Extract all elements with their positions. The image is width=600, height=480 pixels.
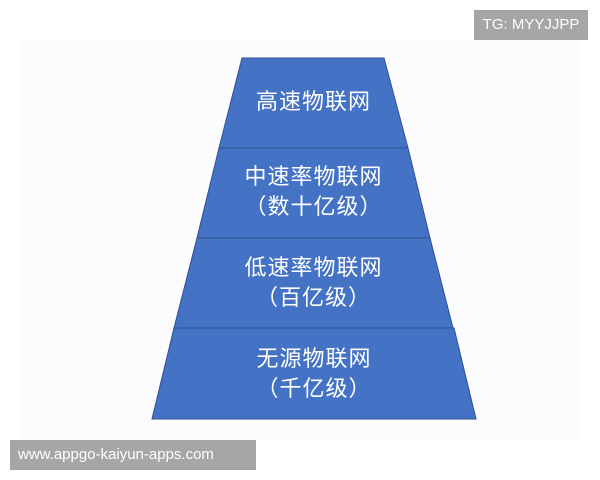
tier-3-label: 低速率物联网 （百亿级） xyxy=(174,254,453,314)
tier-2-title: 中速率物联网 xyxy=(244,165,383,190)
tier-2-label: 中速率物联网 （数十亿级） xyxy=(197,163,430,223)
tier-1-label: 高速物联网 xyxy=(219,88,408,118)
tier-4-subtitle: （千亿级） xyxy=(256,377,372,402)
tier-1-title: 高速物联网 xyxy=(255,90,371,115)
tier-3-subtitle: （百亿级） xyxy=(255,286,371,311)
tier-4-title: 无源物联网 xyxy=(256,347,372,372)
tier-4-shape xyxy=(151,327,477,420)
tier-2-subtitle: （数十亿级） xyxy=(244,195,383,220)
tier-3-title: 低速率物联网 xyxy=(244,256,383,281)
tier-4-label: 无源物联网 （千亿级） xyxy=(152,345,476,405)
watermark-top-right: TG: MYYJJPP xyxy=(474,10,588,40)
watermark-bottom-left: www.appgo-kaiyun-apps.com xyxy=(10,440,256,470)
